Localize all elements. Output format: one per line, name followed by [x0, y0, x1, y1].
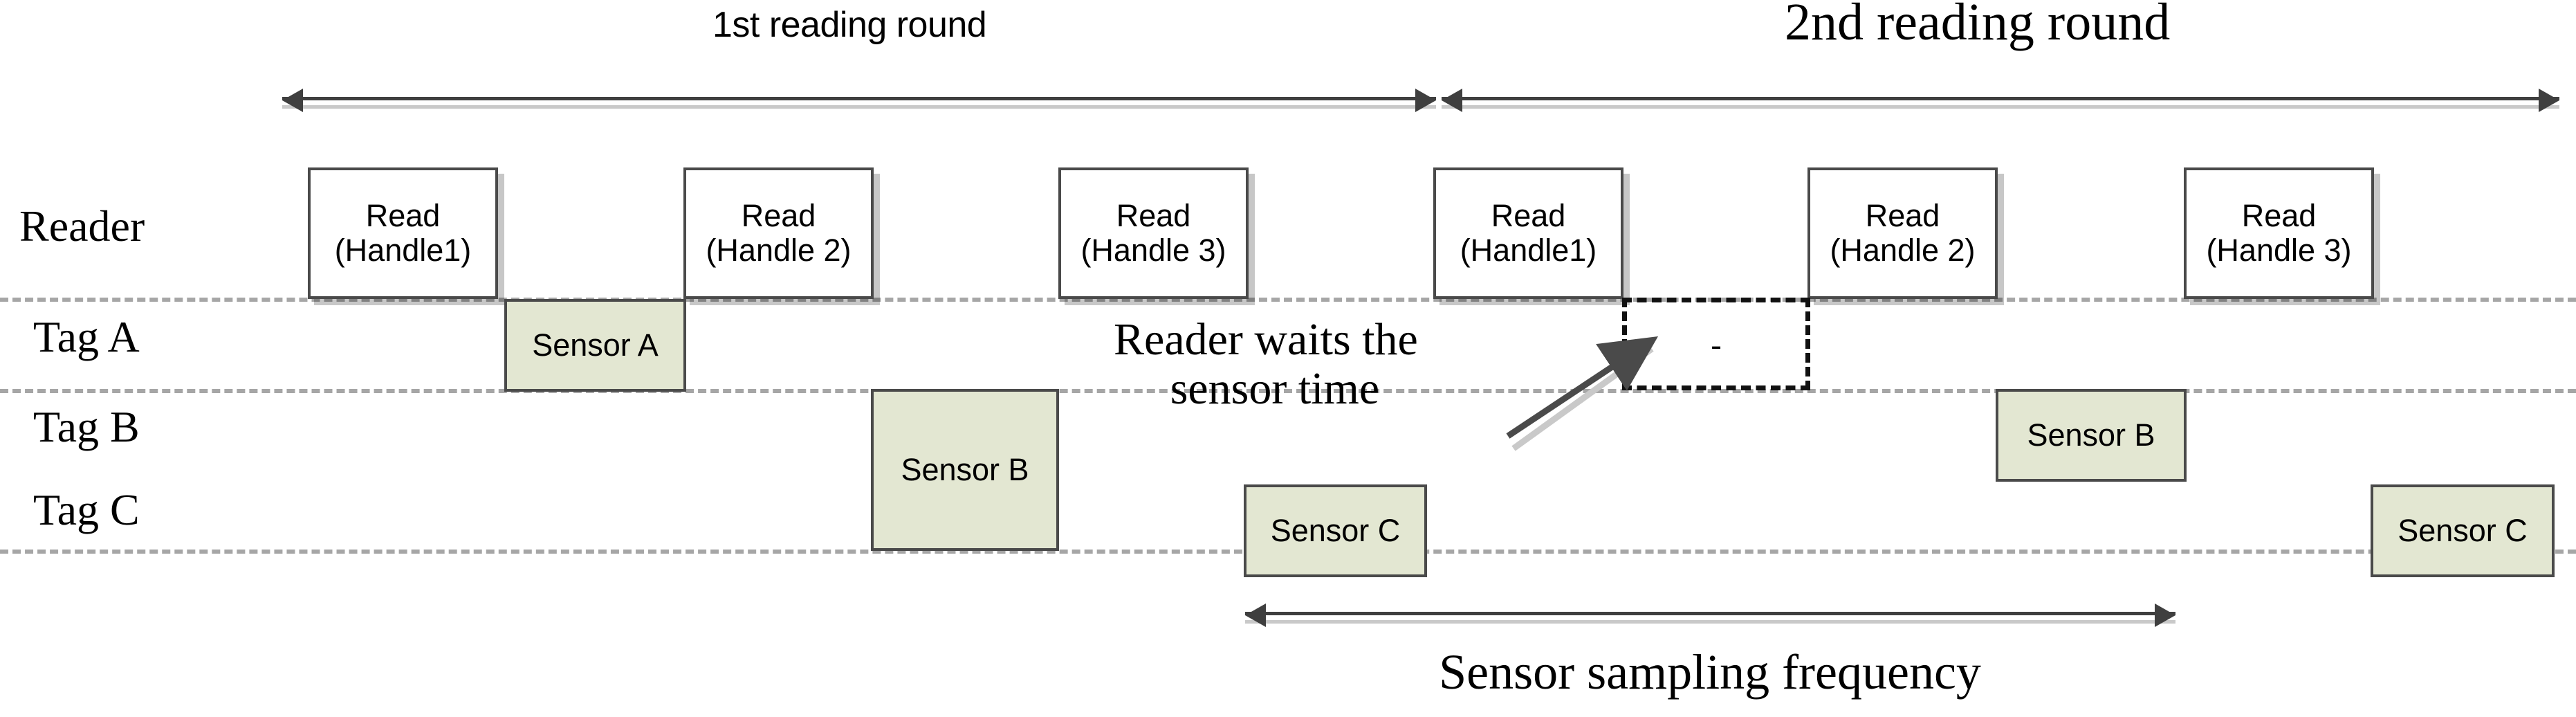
read-block-line1: Read: [1491, 197, 1566, 233]
read-block-line1: Read: [2241, 197, 2317, 233]
sensor-block-label: Sensor A: [532, 327, 659, 363]
read-block-handle1-round1[interactable]: Read (Handle1): [308, 167, 498, 299]
read-block-line1: Read: [365, 197, 441, 233]
read-block-handle1-round2[interactable]: Read (Handle1): [1433, 167, 1623, 299]
arrow-line-dark: [1245, 612, 2175, 615]
arrow-line-light: [282, 105, 1436, 109]
read-block-handle2-round1[interactable]: Read (Handle 2): [683, 167, 874, 299]
arrow-head-right-icon: [1415, 89, 1436, 112]
sensor-block-c-round1[interactable]: Sensor C: [1244, 484, 1427, 577]
arrow-line-dark: [282, 97, 1436, 100]
read-block-line2: (Handle 3): [1080, 233, 1226, 268]
read-block-line2: (Handle1): [1460, 233, 1597, 268]
row-label-reader: Reader: [19, 201, 145, 251]
annotation-pointer-arrow-icon: [1506, 336, 1658, 451]
sensor-block-b-round2[interactable]: Sensor B: [1996, 389, 2187, 482]
sensor-block-c-round2[interactable]: Sensor C: [2371, 484, 2555, 577]
arrow-head-left-icon: [1245, 603, 1266, 627]
sensor-block-label: Sensor C: [2398, 513, 2528, 548]
sensor-block-b-round1[interactable]: Sensor B: [871, 389, 1059, 551]
read-block-line1: Read: [1116, 197, 1191, 233]
read-block-handle2-round2[interactable]: Read (Handle 2): [1807, 167, 1998, 299]
sensor-sampling-frequency-arrow: [1245, 603, 2175, 627]
sensor-block-label: Sensor B: [901, 452, 1029, 487]
row-label-tag-a: Tag A: [33, 312, 140, 361]
arrow-head-right-icon: [2539, 89, 2559, 112]
arrow-line-dark: [1442, 97, 2559, 100]
lane-divider-reader-taga: [0, 298, 2576, 302]
reader-wait-annotation: Reader waits the sensor time: [1114, 315, 1418, 414]
arrow-head-right-icon: [2155, 603, 2175, 627]
read-block-line1: Read: [741, 197, 816, 233]
arrow-line-light: [1245, 620, 2175, 624]
annotation-line-1: Reader waits the: [1114, 314, 1418, 365]
read-block-handle3-round2[interactable]: Read (Handle 3): [2184, 167, 2374, 299]
lane-divider-taga-tagb: [0, 389, 2576, 393]
second-round-span-arrow: [1442, 89, 2559, 112]
read-block-handle3-round1[interactable]: Read (Handle 3): [1058, 167, 1249, 299]
sensor-block-label: Sensor B: [2027, 417, 2155, 453]
arrow-line-light: [1442, 105, 2559, 109]
row-label-tag-b: Tag B: [33, 402, 140, 451]
row-label-tag-c: Tag C: [33, 485, 140, 534]
sensor-block-a-round1[interactable]: Sensor A: [504, 299, 686, 392]
first-reading-round-label: 1st reading round: [712, 5, 987, 45]
read-block-line2: (Handle1): [334, 233, 472, 268]
read-block-line2: (Handle 3): [2206, 233, 2352, 268]
annotation-line-2: sensor time: [1170, 363, 1380, 415]
arrow-head-left-icon: [282, 89, 303, 112]
wait-box-dash: -: [1711, 326, 1722, 362]
second-reading-round-label: 2nd reading round: [1785, 0, 2171, 51]
arrow-head-left-icon: [1442, 89, 1462, 112]
sensor-block-label: Sensor C: [1270, 513, 1401, 548]
read-block-line1: Read: [1865, 197, 1940, 233]
sensor-sampling-frequency-label: Sensor sampling frequency: [1439, 644, 1981, 700]
read-block-line2: (Handle 2): [1830, 233, 1976, 268]
first-round-span-arrow: [282, 89, 1436, 112]
read-block-line2: (Handle 2): [706, 233, 852, 268]
